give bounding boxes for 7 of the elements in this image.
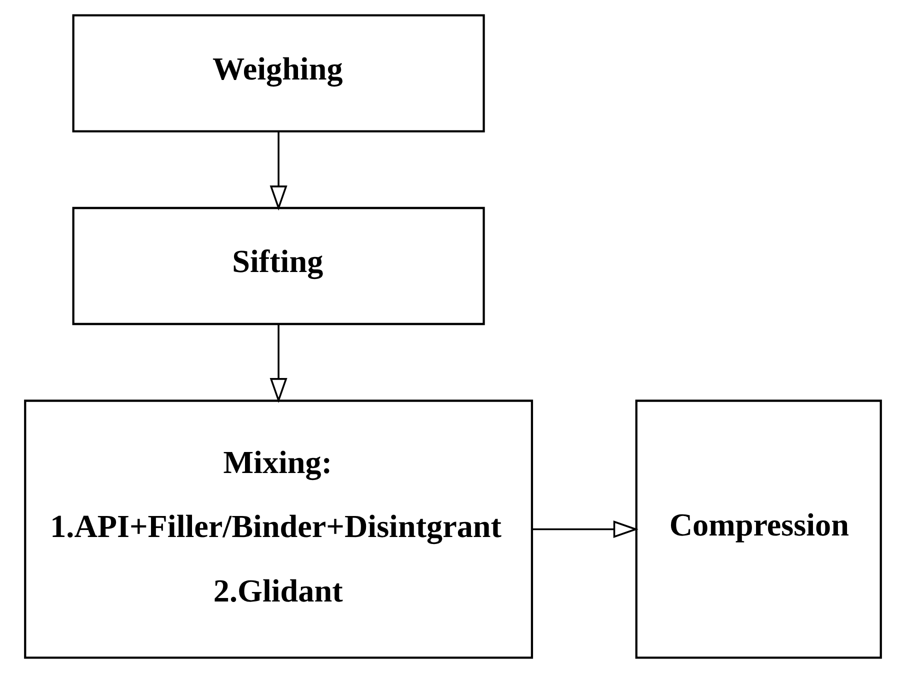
node-box: Sifting [72,206,484,326]
arrow [269,324,287,404]
node-box: Mixing: 1.API+Filler/Binder+Disintgrant 2.Glidant [24,400,533,659]
arrow [532,520,638,538]
node-box: Compression [634,400,882,659]
arrow [269,131,287,211]
node-box: Weighing [72,14,484,132]
